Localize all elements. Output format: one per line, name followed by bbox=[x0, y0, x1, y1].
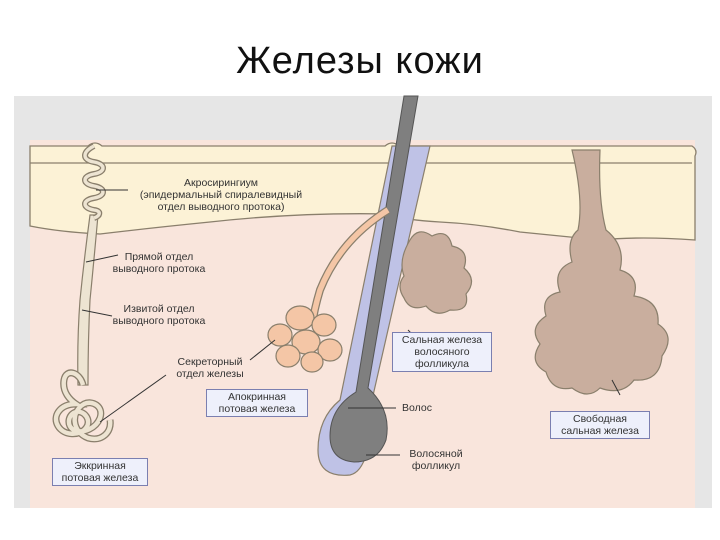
label-eccrine-box: Эккринная потовая железа bbox=[52, 458, 148, 486]
apocrine-coil bbox=[267, 305, 343, 373]
label-hair-follicle: Волосяной фолликул bbox=[409, 448, 463, 472]
label-sebaceous-follicle-box: Сальная железа волосяного фолликула bbox=[392, 332, 492, 372]
eccrine-coil bbox=[52, 369, 114, 443]
hair-shaft bbox=[329, 95, 419, 463]
page-title: Железы кожи bbox=[236, 40, 484, 82]
label-hair: Волос bbox=[402, 402, 432, 414]
label-secretory: Секреторный отдел железы bbox=[176, 356, 244, 380]
label-acrosyringium: Акросирингиум (эпидермальный спиралевидн… bbox=[139, 177, 303, 213]
acrosyringium-spiral-inner bbox=[83, 144, 105, 220]
leader-lines bbox=[81, 189, 621, 456]
label-free-sebaceous-box: Свободная сальная железа bbox=[550, 411, 650, 439]
eccrine-straight-duct bbox=[77, 214, 99, 386]
sebaceous-gland-follicle bbox=[399, 231, 473, 314]
label-straight-duct: Прямой отдел выводного протока bbox=[112, 251, 206, 275]
free-sebaceous-gland bbox=[534, 149, 669, 395]
label-coiled-duct: Извитой отдел выводного протока bbox=[112, 303, 206, 327]
label-apocrine-box: Апокринная потовая железа bbox=[206, 389, 308, 417]
